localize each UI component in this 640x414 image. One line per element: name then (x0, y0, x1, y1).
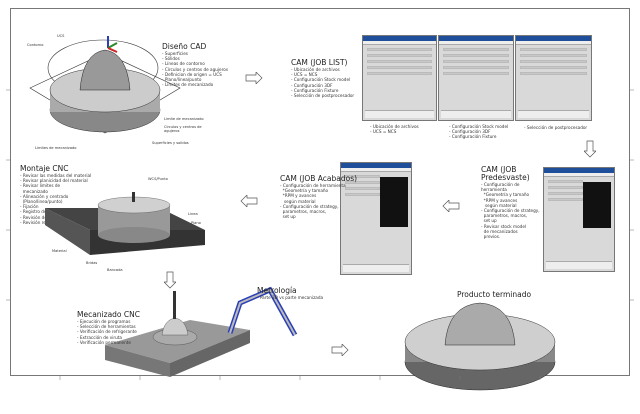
job-list-title: CAM (JOB LIST) (291, 58, 348, 67)
job-list-window-2 (438, 35, 514, 121)
mecanizado-section: Mecanizado CNC - Ejecución de programas … (77, 310, 140, 345)
acabados-section: CAM (JOB Acabados) - Configuración de he… (280, 174, 357, 219)
arrow-left-icon (442, 200, 460, 212)
label-linea: Linea (188, 212, 198, 216)
caption-1: - Ubicación de archivos - UCS = NCS (370, 124, 419, 135)
cad-section: Diseño CAD - Superficies - Sólidos - Lín… (162, 42, 228, 87)
arrow-down-icon (164, 271, 176, 289)
label-circulos: Circulos y centros de agujeros (164, 125, 202, 133)
metrologia-title: Metrología (257, 286, 297, 295)
metrologia-section: Metrología - Parte 3D vs parte mecanizad… (257, 286, 323, 300)
montaje-title: Montaje CNC (20, 164, 69, 173)
job-list-section: CAM (JOB LIST) - Ubicación de archivos -… (291, 58, 354, 98)
drawing-frame (10, 8, 630, 376)
mecanizado-items: - Ejecución de programas - Selección de … (77, 319, 137, 345)
label-limites: Limites de mecanizado (35, 146, 77, 150)
arrow-right-icon (245, 72, 263, 84)
label-ucs: UCS (57, 34, 65, 38)
label-bridas: Bridas (86, 261, 98, 265)
metrologia-items: - Parte 3D vs parte mecanizada (257, 295, 324, 300)
arrow-left-icon (240, 195, 258, 207)
caption-2: - Configuración Stock model - Configurac… (449, 124, 509, 140)
caption-3: - Selección de postprocesador (524, 125, 588, 130)
acabados-window (340, 162, 412, 275)
job-list-window-3 (515, 35, 592, 121)
arrow-right-icon (331, 344, 349, 356)
cad-items: - Superficies - Sólidos - Líneas de cont… (162, 51, 228, 88)
label-plano: Plano (191, 221, 201, 225)
acabados-title: CAM (JOB Acabados) (280, 174, 358, 183)
label-contorno: Contorno (27, 43, 44, 47)
acabados-items: - Configuración de herramienta *Geometrí… (280, 183, 346, 220)
predesvaste-items: - Configuración de herramienta *Geometrí… (481, 182, 540, 240)
cad-title: Diseño CAD (162, 42, 207, 51)
cad-part-illustration (29, 36, 181, 134)
predesvaste-section: CAM (JOB Predesvaste) - Configuración de… (481, 165, 540, 240)
mecanizado-title: Mecanizado CNC (77, 310, 140, 319)
cnc-table-illustration (45, 192, 205, 255)
label-superficies: Superficies y solidos (152, 141, 189, 145)
arrow-down-icon (584, 140, 596, 158)
job-list-window-1 (362, 35, 437, 121)
producto-title: Producto terminado (457, 290, 532, 299)
label-material: Material (52, 249, 67, 253)
job-list-items: - Ubicación de archivos - UCS = NCS - Co… (291, 67, 355, 99)
label-limite: Limite de mecanizado (164, 117, 204, 121)
finished-part-illustration (404, 302, 556, 391)
predesvaste-window (543, 167, 615, 272)
label-bancada: Bancada (107, 268, 123, 272)
machining-illustration (105, 286, 298, 377)
predesvaste-title: CAM (JOB Predesvaste) (481, 165, 530, 182)
label-wcs: WCS/Punto (148, 177, 168, 181)
